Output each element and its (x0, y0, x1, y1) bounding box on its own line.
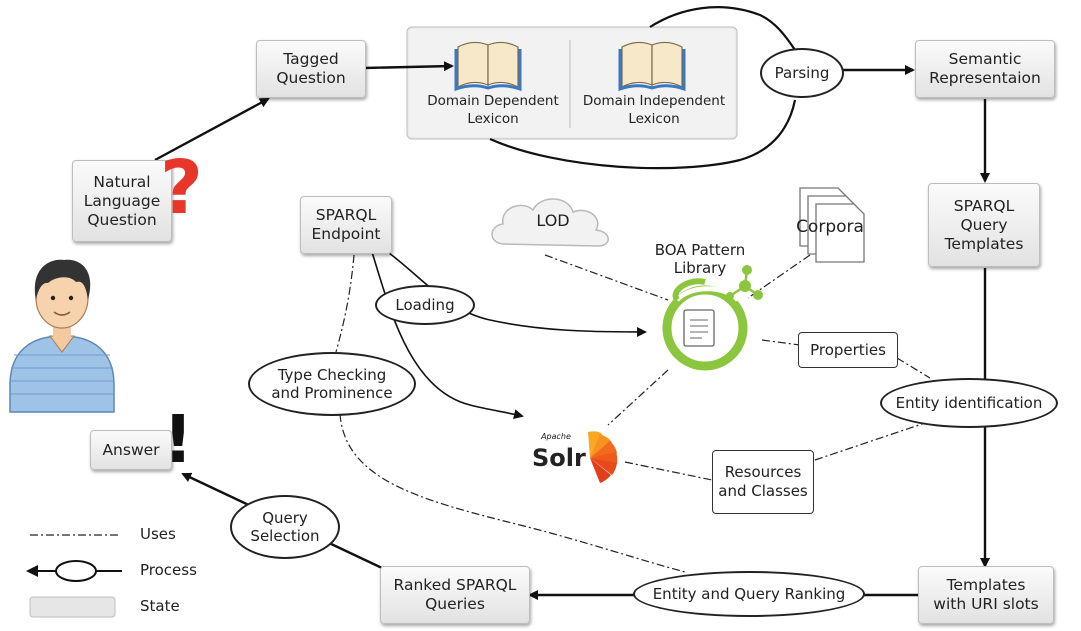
resources-classes-box: Resources and Classes (712, 450, 814, 514)
question-mark-icon: ? (160, 145, 203, 231)
legend-state-label: State (140, 597, 180, 615)
boa-logo (662, 265, 763, 371)
loading-process: Loading (375, 285, 475, 325)
natural-language-question-state: Natural Language Question (72, 160, 172, 242)
solr-logo (588, 431, 618, 483)
exclamation-mark-icon: ! (163, 401, 194, 478)
solr-label: Solr (532, 444, 586, 472)
tagged-question-state: Tagged Question (256, 40, 366, 98)
user-avatar-icon (9, 259, 115, 413)
semantic-representation-state: Semantic Representaion (915, 40, 1055, 98)
answer-state: Answer (90, 430, 172, 470)
sparql-endpoint-state: SPARQL Endpoint (300, 196, 392, 254)
legend-graphics (26, 534, 122, 618)
solr-small-label: Apache (541, 432, 571, 441)
cloud-icon (491, 198, 609, 247)
book-icon (618, 41, 686, 92)
lod-label: LOD (536, 211, 570, 230)
type-checking-process: Type Checking and Prominence (248, 352, 416, 416)
entity-identification-process: Entity identification (880, 378, 1058, 428)
ranked-sparql-queries-state: Ranked SPARQL Queries (380, 566, 530, 624)
parsing-process: Parsing (760, 48, 844, 98)
properties-box: Properties (798, 332, 898, 368)
parsing-loop-top (649, 6, 796, 51)
query-selection-process: Query Selection (230, 495, 340, 559)
domain-dependent-lexicon-label: Domain Dependent Lexicon (427, 93, 559, 127)
arrow-nlq-to-tagged (154, 97, 270, 162)
legend-process-label: Process (140, 561, 197, 579)
templates-uri-slots-state: Templates with URI slots (918, 566, 1054, 624)
uses-lines (335, 254, 931, 573)
sparql-query-templates-state: SPARQL Query Templates (928, 183, 1040, 267)
boa-pattern-library-label: BOA Pattern Library (654, 241, 746, 277)
legend-uses-label: Uses (140, 525, 176, 543)
entity-query-ranking-process: Entity and Query Ranking (633, 571, 865, 617)
parsing-loop-bottom (489, 99, 797, 170)
book-icon (454, 41, 522, 92)
arrow-tagged-to-lexicon (363, 61, 454, 72)
documents-icon (799, 187, 865, 263)
domain-independent-lexicon-label: Domain Independent Lexicon (582, 93, 726, 127)
corpora-label: Corpora (796, 217, 864, 237)
arrow-endpoint-to-boa (384, 249, 647, 337)
